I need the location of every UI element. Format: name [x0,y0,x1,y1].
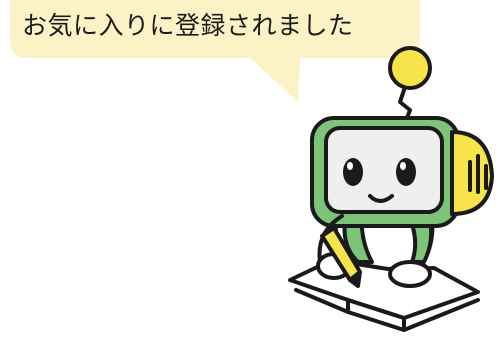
robot-right-hand [388,260,432,288]
robot-smile [368,194,394,203]
robot-screen [324,126,444,214]
antenna-icon [388,46,432,128]
robot-mascot [288,46,494,332]
speaker-icon [450,130,494,216]
robot-right-eye [396,158,416,186]
speech-bubble [10,0,420,102]
favorite-added-message: お気に入りに登録されました [22,11,354,40]
robot-head [310,116,460,228]
robot-left-eye [343,158,363,186]
pencil-icon [320,226,362,288]
speech-bubble-shape [10,0,420,102]
